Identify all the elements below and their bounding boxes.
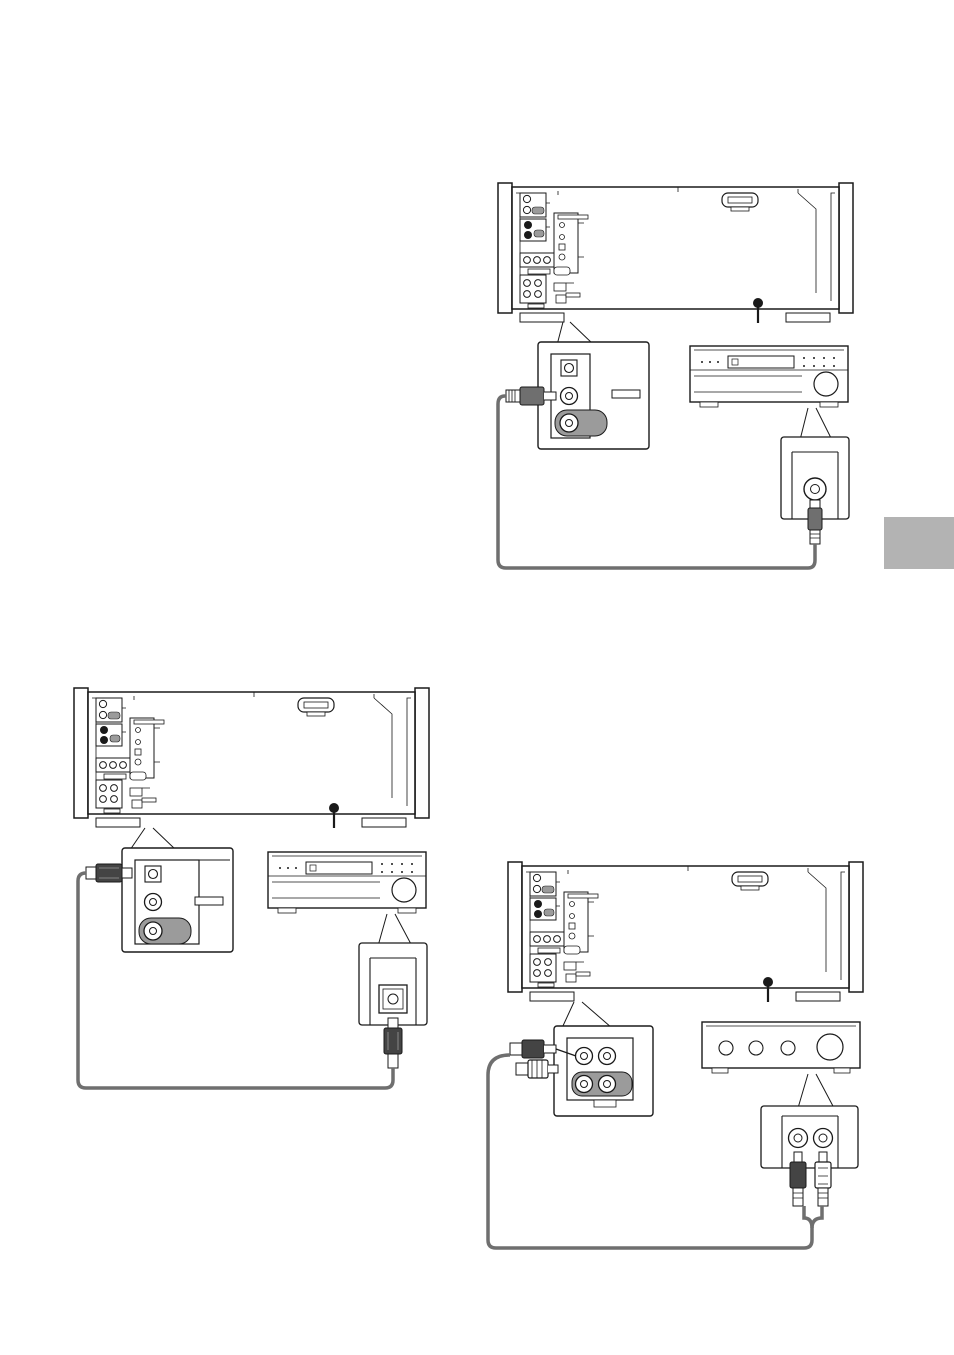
rca-plug <box>516 1060 558 1078</box>
diagram-coaxial <box>498 183 853 568</box>
player-rear-panel <box>498 183 853 323</box>
diagram-optical <box>74 688 429 1088</box>
rca-plug <box>808 500 822 544</box>
amplifier <box>702 1022 860 1073</box>
player-rear-panel <box>508 862 863 1002</box>
recorder-jack-zoom <box>359 943 427 1025</box>
jack-panel-zoom <box>122 848 233 952</box>
md-recorder <box>268 852 426 913</box>
amplifier-jack-zoom <box>761 1106 858 1168</box>
md-recorder <box>690 346 848 407</box>
jack-panel-zoom <box>554 1026 653 1116</box>
diagram-analog <box>488 862 863 1248</box>
player-rear-panel <box>74 688 429 828</box>
